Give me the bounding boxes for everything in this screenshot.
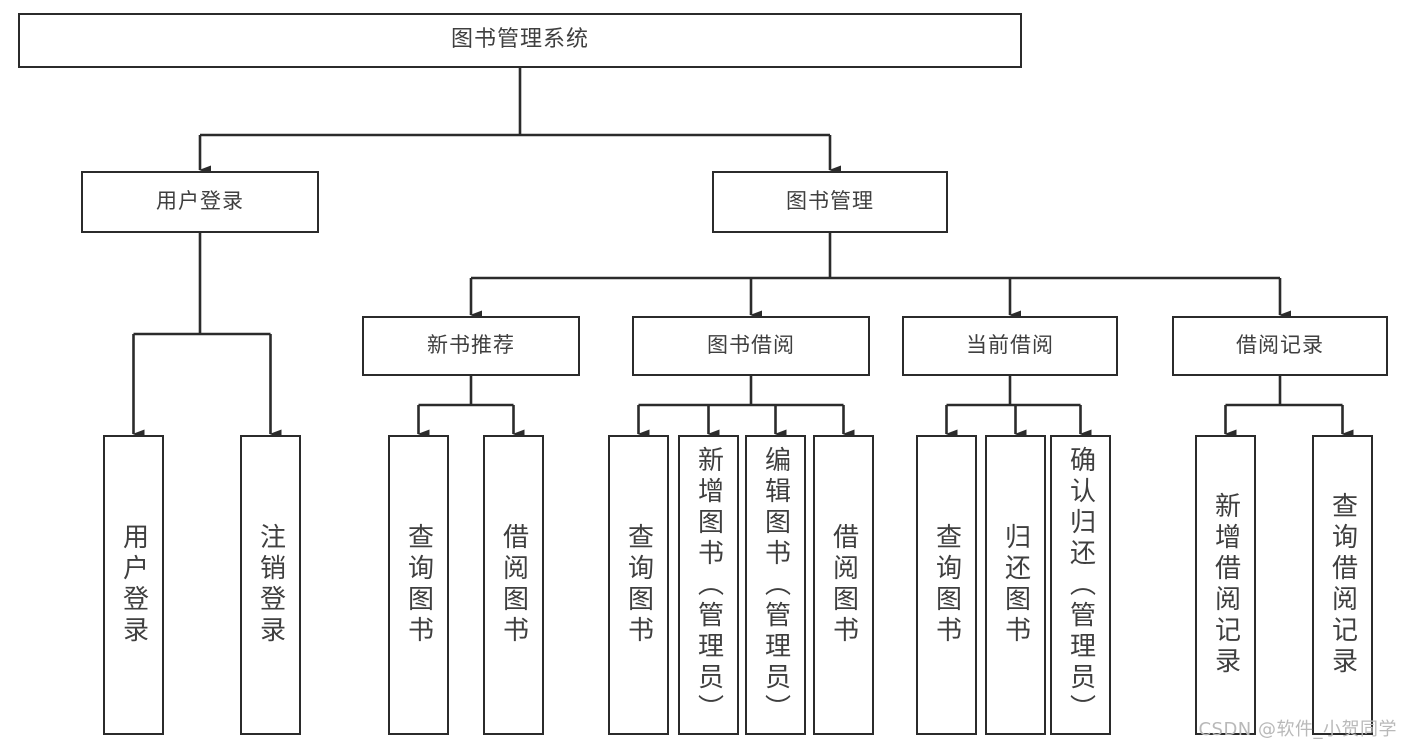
- node-user-login-label: 用户登录: [156, 189, 244, 214]
- leaf-add-borrow-record-label: 新增借阅记录: [1210, 492, 1241, 678]
- node-new-book-recommend-label: 新书推荐: [427, 333, 515, 358]
- node-book-borrow-label: 图书借阅: [707, 333, 795, 358]
- leaf-add-borrow-record[interactable]: 新增借阅记录: [1195, 435, 1256, 735]
- node-current-borrow[interactable]: 当前借阅: [902, 316, 1118, 376]
- leaf-user-login-label: 用户登录: [118, 523, 149, 647]
- leaf-confirm-return-admin-label: 确认归还（管理员）: [1065, 445, 1096, 725]
- leaf-query-book-borrow-label: 查询图书: [623, 523, 654, 647]
- node-current-borrow-label: 当前借阅: [966, 333, 1054, 358]
- leaf-user-login[interactable]: 用户登录: [103, 435, 164, 735]
- leaf-add-book-admin[interactable]: 新增图书（管理员）: [678, 435, 739, 735]
- leaf-query-borrow-record[interactable]: 查询借阅记录: [1312, 435, 1373, 735]
- leaf-borrow-book-recommend-label: 借阅图书: [498, 523, 529, 647]
- watermark-text: CSDN @软件_小贺同学: [1198, 719, 1397, 740]
- leaf-query-book-current-label: 查询图书: [931, 523, 962, 647]
- leaf-borrow-book[interactable]: 借阅图书: [813, 435, 874, 735]
- node-borrow-record[interactable]: 借阅记录: [1172, 316, 1388, 376]
- node-book-management[interactable]: 图书管理: [712, 171, 948, 233]
- leaf-logout[interactable]: 注销登录: [240, 435, 301, 735]
- leaf-borrow-book-recommend[interactable]: 借阅图书: [483, 435, 544, 735]
- leaf-query-book-current[interactable]: 查询图书: [916, 435, 977, 735]
- leaf-return-book-label: 归还图书: [1000, 523, 1031, 647]
- leaf-edit-book-admin-label: 编辑图书（管理员）: [760, 445, 791, 725]
- leaf-add-book-admin-label: 新增图书（管理员）: [693, 445, 724, 725]
- leaf-query-book-borrow[interactable]: 查询图书: [608, 435, 669, 735]
- node-book-management-label: 图书管理: [786, 189, 874, 214]
- node-new-book-recommend[interactable]: 新书推荐: [362, 316, 580, 376]
- leaf-query-book-recommend[interactable]: 查询图书: [388, 435, 449, 735]
- leaf-borrow-book-label: 借阅图书: [828, 523, 859, 647]
- leaf-confirm-return-admin[interactable]: 确认归还（管理员）: [1050, 435, 1111, 735]
- leaf-query-book-recommend-label: 查询图书: [403, 523, 434, 647]
- leaf-edit-book-admin[interactable]: 编辑图书（管理员）: [745, 435, 806, 735]
- leaf-query-borrow-record-label: 查询借阅记录: [1327, 492, 1358, 678]
- leaf-logout-label: 注销登录: [255, 523, 286, 647]
- node-root[interactable]: 图书管理系统: [18, 13, 1022, 68]
- node-root-label: 图书管理系统: [450, 27, 589, 53]
- node-book-borrow[interactable]: 图书借阅: [632, 316, 870, 376]
- node-borrow-record-label: 借阅记录: [1236, 333, 1324, 358]
- node-user-login[interactable]: 用户登录: [81, 171, 319, 233]
- leaf-return-book[interactable]: 归还图书: [985, 435, 1046, 735]
